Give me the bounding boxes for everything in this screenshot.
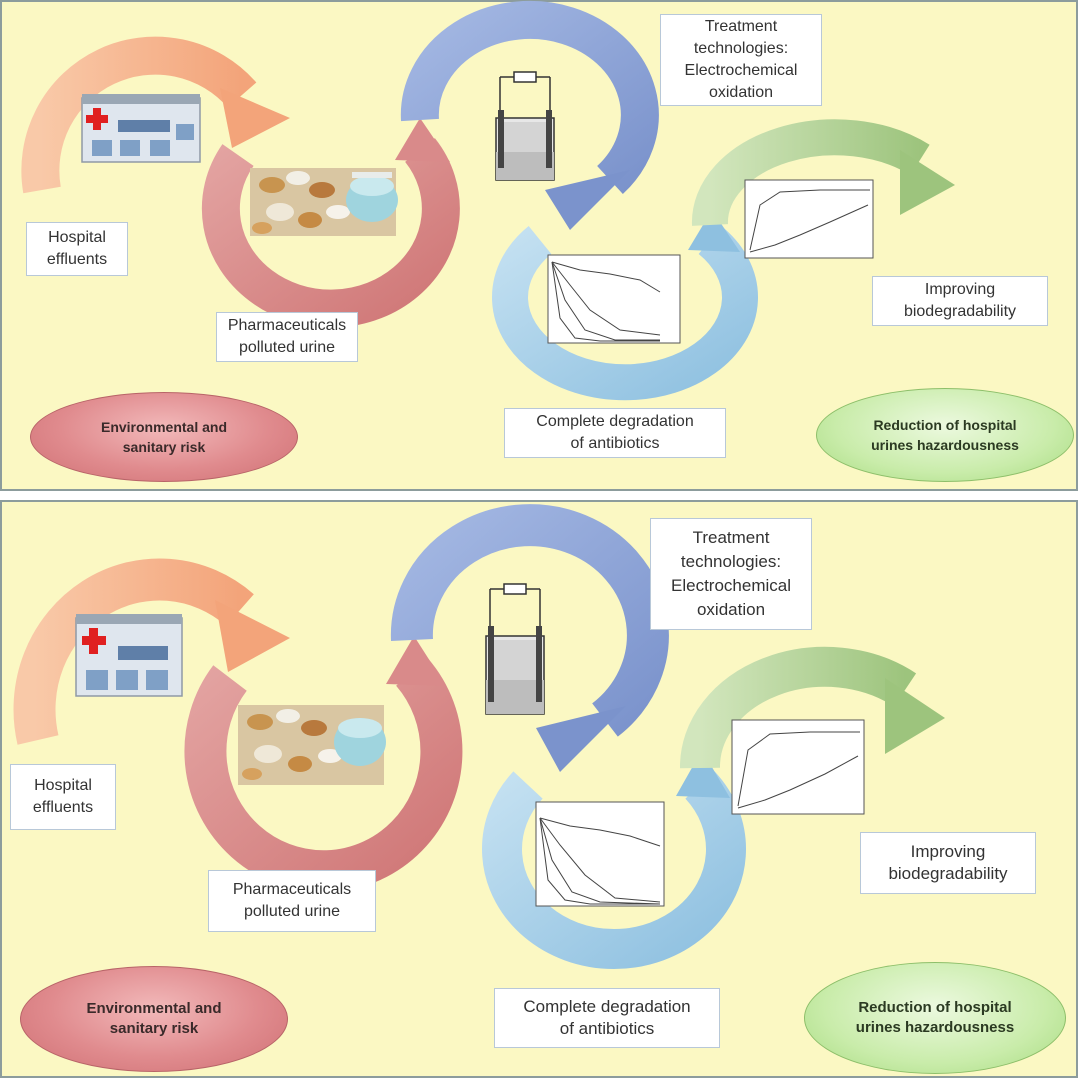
arrow-peach-head — [215, 600, 290, 672]
pharmaceuticals-label: Pharmaceuticals polluted urine — [208, 870, 376, 932]
reduction-oval: Reduction of hospital urines hazardousne… — [816, 388, 1074, 482]
pills-photo — [238, 705, 386, 785]
hospital-effluents-line-1: Hospital — [48, 229, 106, 246]
biodegradability-label: Improving biodegradability — [872, 276, 1048, 326]
treatment-line-4: oxidation — [696, 600, 766, 619]
arrow-peach — [13, 558, 254, 745]
degradation-line-1: Complete degradation — [536, 413, 694, 430]
electrochemical-cell-icon — [485, 583, 545, 715]
arrow-light-blue-head — [688, 210, 740, 252]
degradation-label: Complete degradation of antibiotics — [504, 408, 726, 458]
environmental-risk-oval: Environmental and sanitary risk — [20, 966, 288, 1072]
arrow-peach — [21, 36, 257, 194]
treatment-label: Treatment technologies: Electrochemical … — [660, 14, 822, 106]
arrow-green — [679, 646, 917, 769]
pharmaceuticals-label: Pharmaceuticals polluted urine — [216, 312, 358, 362]
reduction-line-2: urines hazardousness — [855, 1019, 1015, 1036]
pharmaceuticals-line-2: polluted urine — [238, 339, 336, 356]
biodegradability-line-1: Improving — [910, 842, 986, 861]
reduction-oval: Reduction of hospital urines hazardousne… — [804, 962, 1066, 1074]
degradation-line-2: of antibiotics — [559, 1019, 655, 1038]
arrow-green-head — [900, 150, 955, 215]
arrow-light-blue-head — [676, 750, 730, 798]
arrow-peach-head — [220, 88, 290, 148]
arrow-steel-blue — [400, 0, 659, 194]
pharmaceuticals-line-1: Pharmaceuticals — [227, 317, 347, 334]
biodegradability-line-2: biodegradability — [888, 864, 1008, 883]
treatment-line-3: Electrochemical — [684, 62, 798, 79]
treatment-line-2: technologies: — [693, 40, 789, 57]
pharmaceuticals-line-2: polluted urine — [243, 903, 341, 920]
treatment-label: Treatment technologies: Electrochemical … — [650, 518, 812, 630]
hospital-effluents-label: Hospital effluents — [26, 222, 128, 276]
environmental-risk-oval: Environmental and sanitary risk — [30, 392, 298, 482]
arrow-steel-blue-head — [536, 706, 626, 772]
hospital-effluents-label: Hospital effluents — [10, 764, 116, 830]
pharmaceuticals-line-1: Pharmaceuticals — [232, 881, 352, 898]
biodegradability-plot-thumbnail — [744, 179, 874, 259]
arrow-rose-head — [395, 118, 450, 162]
degradation-label: Complete degradation of antibiotics — [494, 988, 720, 1048]
environmental-risk-line-1: Environmental and — [100, 419, 228, 435]
treatment-line-1: Treatment — [692, 528, 770, 547]
electrochemical-cell-icon — [495, 71, 555, 181]
arrow-light-blue — [482, 771, 746, 970]
arrow-light-blue — [492, 226, 758, 401]
treatment-line-4: oxidation — [708, 84, 774, 101]
reduction-line-2: urines hazardousness — [871, 437, 1019, 453]
treatment-line-1: Treatment — [704, 18, 778, 35]
reduction-line-1: Reduction of hospital — [873, 417, 1017, 433]
hospital-effluents-line-2: effluents — [46, 251, 108, 268]
biodegradability-plot-thumbnail — [731, 719, 865, 815]
environmental-risk-line-1: Environmental and — [86, 1000, 222, 1017]
degradation-plot-thumbnail — [547, 254, 681, 344]
degradation-line-1: Complete degradation — [523, 997, 691, 1016]
diagram-panel-bottom: Hospital effluents Pharmaceuticals pollu… — [0, 500, 1080, 1080]
hospital-effluents-line-1: Hospital — [34, 777, 92, 794]
diagram-panel-top: Hospital effluents Pharmaceuticals pollu… — [0, 0, 1080, 493]
arrow-green-head — [885, 678, 945, 754]
environmental-risk-line-2: sanitary risk — [122, 439, 206, 455]
arrow-steel-blue — [390, 504, 669, 737]
reduction-line-1: Reduction of hospital — [858, 999, 1012, 1016]
hospital-effluents-line-2: effluents — [32, 799, 94, 816]
degradation-plot-thumbnail — [535, 801, 665, 907]
arrow-steel-blue-head — [545, 170, 630, 230]
treatment-line-2: technologies: — [680, 552, 782, 571]
pills-photo — [250, 168, 398, 236]
hospital-icon — [81, 94, 201, 163]
environmental-risk-line-2: sanitary risk — [109, 1020, 199, 1037]
biodegradability-line-1: Improving — [924, 281, 996, 298]
hospital-icon — [75, 614, 183, 697]
arrow-green — [691, 119, 930, 226]
biodegradability-line-2: biodegradability — [903, 303, 1017, 320]
treatment-line-3: Electrochemical — [671, 576, 791, 595]
biodegradability-label: Improving biodegradability — [860, 832, 1036, 894]
degradation-line-2: of antibiotics — [570, 435, 660, 452]
arrow-rose — [201, 138, 460, 328]
arrow-rose-head — [386, 636, 446, 686]
